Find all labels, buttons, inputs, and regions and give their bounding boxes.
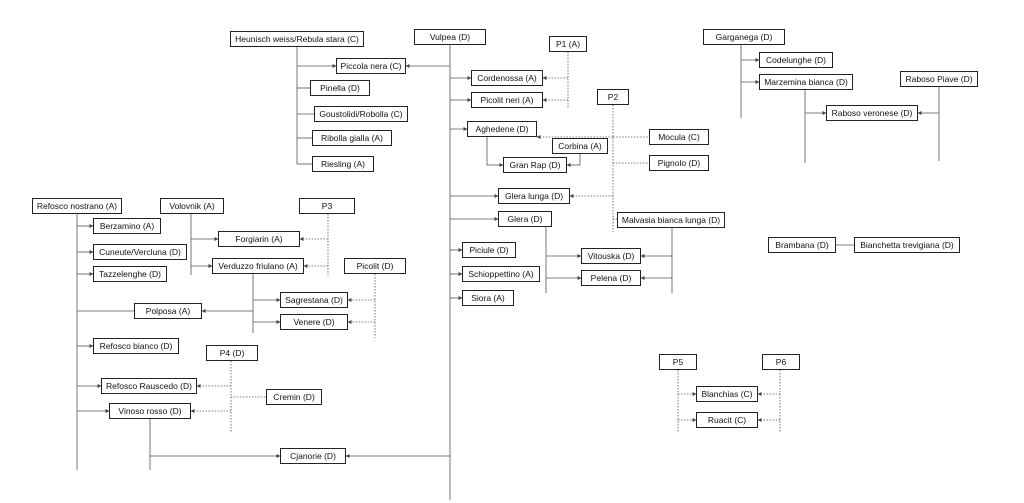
node-pinella: Pinella (D) <box>310 80 370 96</box>
node-verduzzo: Verduzzo friulano (A) <box>212 258 304 274</box>
node-p3: P3 <box>299 198 355 214</box>
node-pelena: Pelena (D) <box>581 270 641 286</box>
node-polposa: Polposa (A) <box>134 303 202 319</box>
node-refosco-rauscedo: Refosco Rauscedo (D) <box>101 378 197 394</box>
connector-lines <box>76 36 940 500</box>
node-garganega: Garganega (D) <box>703 29 785 45</box>
node-glera-lunga: Glera lunga (D) <box>498 188 570 204</box>
node-p1: P1 (A) <box>549 36 587 52</box>
node-brambana: Brambana (D) <box>768 237 836 253</box>
node-codelunghe: Codelunghe (D) <box>759 52 833 68</box>
node-aghedene: Aghedene (D) <box>467 121 537 137</box>
node-p4: P4 (D) <box>206 345 258 361</box>
node-sagrestana: Sagrestana (D) <box>280 292 348 308</box>
node-vinoso-rosso: Vinoso rosso (D) <box>109 403 191 419</box>
node-malvasia: Malvasia bianca lunga (D) <box>617 212 725 228</box>
node-volovnik: Volovnik (A) <box>160 198 224 214</box>
node-ruacit: Ruacit (C) <box>696 412 758 428</box>
node-vulpea: Vulpea (D) <box>414 29 486 45</box>
node-vitouska: Vitouska (D) <box>581 248 641 264</box>
node-p2: P2 <box>597 89 629 105</box>
node-cremin: Cremin (D) <box>266 389 322 405</box>
node-heunisch: Heunisch weiss/Rebula stara (C) <box>230 31 364 47</box>
node-refosco-bianco: Refosco bianco (D) <box>93 338 179 354</box>
node-cuneute: Cuneute/Vercluna (D) <box>93 244 187 260</box>
node-cjanorie: Cjanorie (D) <box>280 448 346 464</box>
node-raboso-veronese: Raboso veronese (D) <box>826 105 918 121</box>
node-schioppettino: Schioppettino (A) <box>462 266 540 282</box>
node-mocula: Mocula (C) <box>649 129 709 145</box>
node-berzamino: Berzamino (A) <box>93 218 161 234</box>
node-cordenossa: Cordenossa (A) <box>471 70 543 86</box>
node-gran-rap: Gran Rap (D) <box>503 157 567 173</box>
node-p6: P6 <box>762 354 800 370</box>
node-bianchetta: Bianchetta trevigiana (D) <box>854 237 960 253</box>
node-picolit-neri: Picolit neri (A) <box>471 92 543 108</box>
node-refosco-nostrano: Refosco nostrano (A) <box>32 198 122 214</box>
node-corbina: Corbina (A) <box>552 138 608 154</box>
node-goustolidi: Goustolidi/Robolla (C) <box>314 106 408 122</box>
node-p5: P5 <box>659 354 697 370</box>
node-blanchias: Blanchias (C) <box>696 386 758 402</box>
node-ribolla: Ribolla gialla (A) <box>312 130 392 146</box>
node-piciule: Piciule (D) <box>462 242 516 258</box>
node-picolit: Picolit (D) <box>344 258 406 274</box>
node-pignolo: Pignolo (D) <box>649 155 709 171</box>
node-siora: Siora (A) <box>462 290 514 306</box>
node-glera: Glera (D) <box>498 211 552 227</box>
node-venere: Venere (D) <box>280 314 348 330</box>
node-raboso-piave: Raboso Piave (D) <box>900 71 978 87</box>
node-marzemina: Marzemina bianca (D) <box>759 74 853 90</box>
node-tazzelenghe: Tazzelenghe (D) <box>93 266 167 282</box>
node-riesling: Riesling (A) <box>312 156 374 172</box>
node-piccola-nera: Piccola nera (C) <box>336 58 406 74</box>
node-forgiarin: Forgiarin (A) <box>218 231 300 247</box>
